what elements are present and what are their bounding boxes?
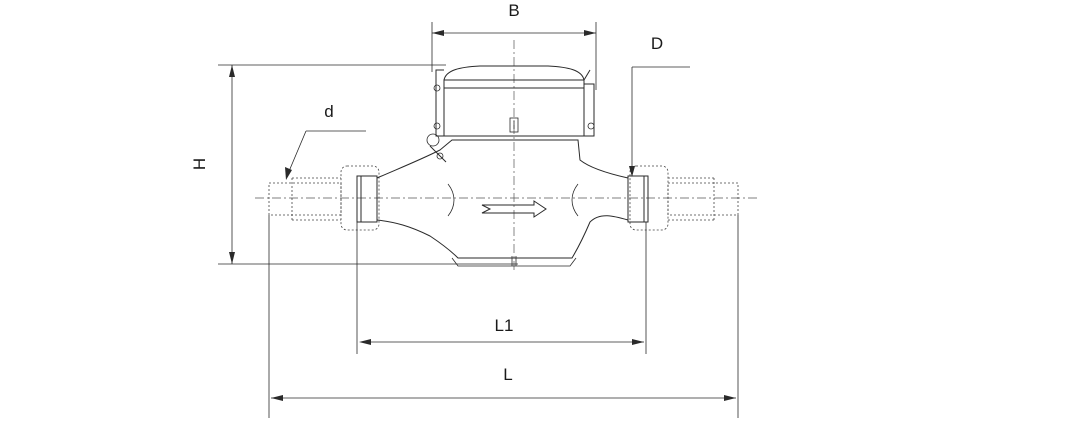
meter-register-head [443, 65, 591, 137]
mounting-bracket [426, 69, 595, 163]
label-b: B [508, 1, 519, 20]
label-l: L [503, 365, 512, 384]
meter-body [376, 139, 629, 267]
leader-big-d: D [629, 34, 690, 177]
label-l1: L1 [495, 316, 514, 335]
right-pipe-end [667, 177, 739, 221]
label-d-small: d [324, 102, 333, 121]
dimension-h: H [190, 64, 518, 265]
label-h: H [190, 158, 209, 170]
left-pipe-end [268, 177, 342, 221]
dimension-l: L [268, 215, 739, 418]
label-d-large: D [651, 34, 663, 53]
dimension-l1: L1 [356, 222, 647, 354]
left-union-nut [340, 165, 380, 231]
flow-direction-arrow [481, 200, 547, 218]
leader-d: d [285, 102, 366, 180]
dimension-b: B [431, 1, 597, 90]
